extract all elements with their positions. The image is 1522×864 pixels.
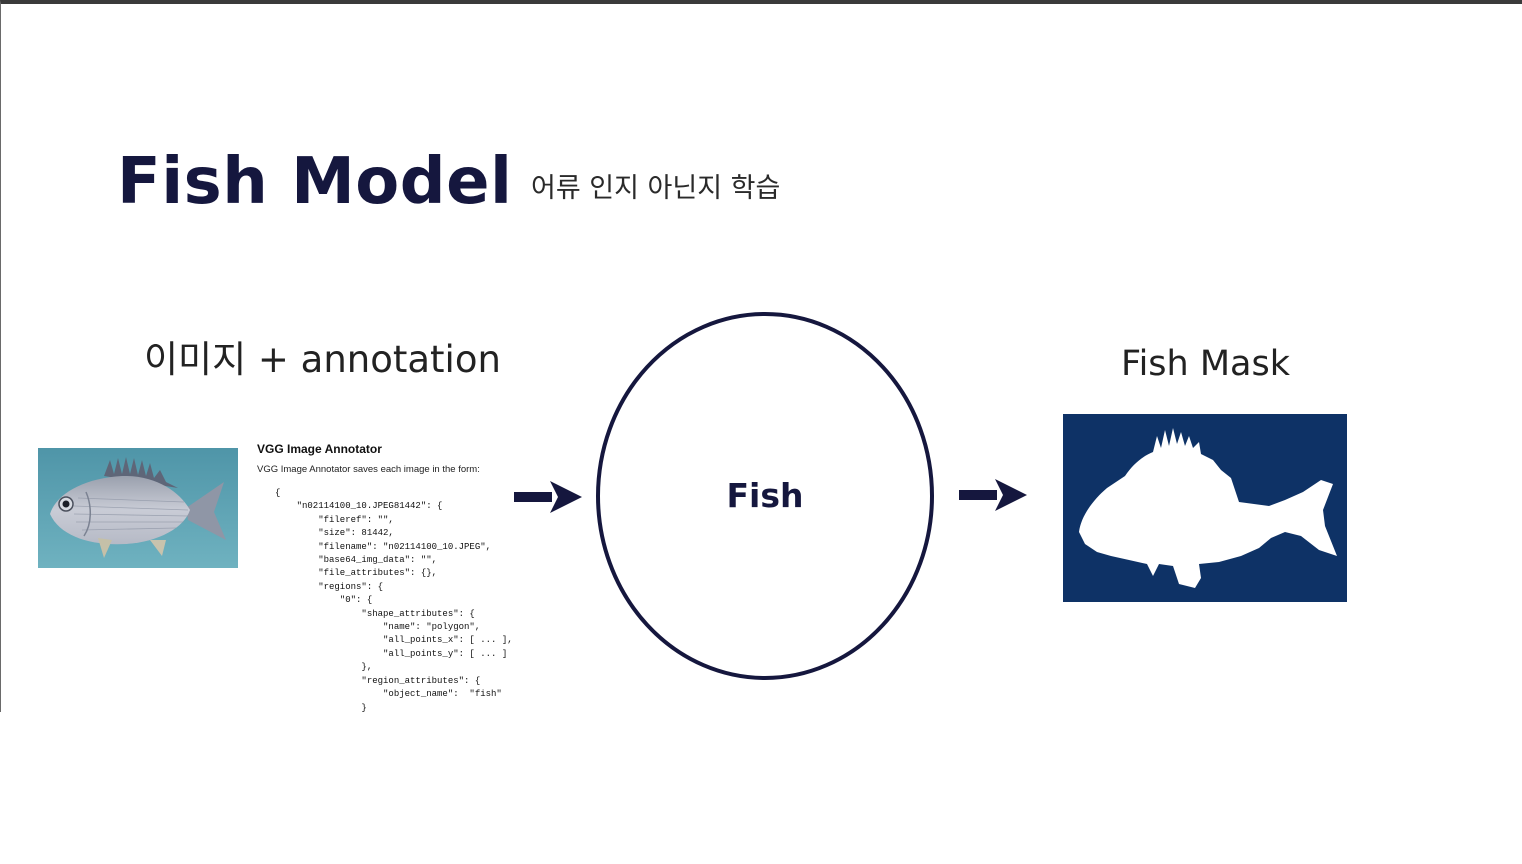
model-circle xyxy=(596,312,934,680)
code-line: "file_attributes": {}, xyxy=(275,568,438,579)
annotator-heading: VGG Image Annotator xyxy=(257,442,382,456)
code-line: { xyxy=(275,488,281,498)
code-line: "all_points_x": [ ... ], xyxy=(275,635,513,646)
code-line: "shape_attributes": { xyxy=(275,608,475,619)
code-line: "region_attributes": { xyxy=(275,675,481,686)
model-label: Fish xyxy=(726,476,804,515)
fish-photo-icon xyxy=(38,448,238,568)
page-subtitle: 어류 인지 아닌지 학습 xyxy=(531,173,781,204)
code-line: "fileref": "", xyxy=(275,514,394,525)
input-label: 이미지 + annotation xyxy=(144,338,501,381)
code-line: "filename": "n02114100_10.JPEG", xyxy=(275,541,492,552)
code-line: "size": 81442, xyxy=(275,528,394,539)
code-line: "all_points_y": [ ... ] xyxy=(275,648,508,659)
slide: Fish Model 어류 인지 아닌지 학습 이미지 + annotation xyxy=(0,0,1522,712)
code-line: "base64_img_data": "", xyxy=(275,555,438,566)
arrow-right-icon xyxy=(959,479,1027,511)
output-label: Fish Mask xyxy=(1121,344,1291,384)
fish-silhouette-icon xyxy=(1063,414,1347,602)
arrow-right-icon xyxy=(514,481,582,513)
code-line: }, xyxy=(275,662,373,673)
code-line: "object_name": "fish" xyxy=(275,689,502,700)
annotation-document: VGG Image Annotator VGG Image Annotator … xyxy=(257,440,547,712)
code-line: "n02114100_10.JPEG81442": { xyxy=(275,501,443,512)
page-title: Fish Model xyxy=(117,145,513,219)
code-line: "regions": { xyxy=(275,581,384,592)
code-line: } xyxy=(275,702,367,713)
annotator-intro: VGG Image Annotator saves each image in … xyxy=(257,464,480,475)
code-line: "0": { xyxy=(275,595,373,606)
code-line: "name": "polygon", xyxy=(275,622,481,633)
annotation-json: { "n02114100_10.JPEG81442": { "fileref":… xyxy=(275,487,547,712)
